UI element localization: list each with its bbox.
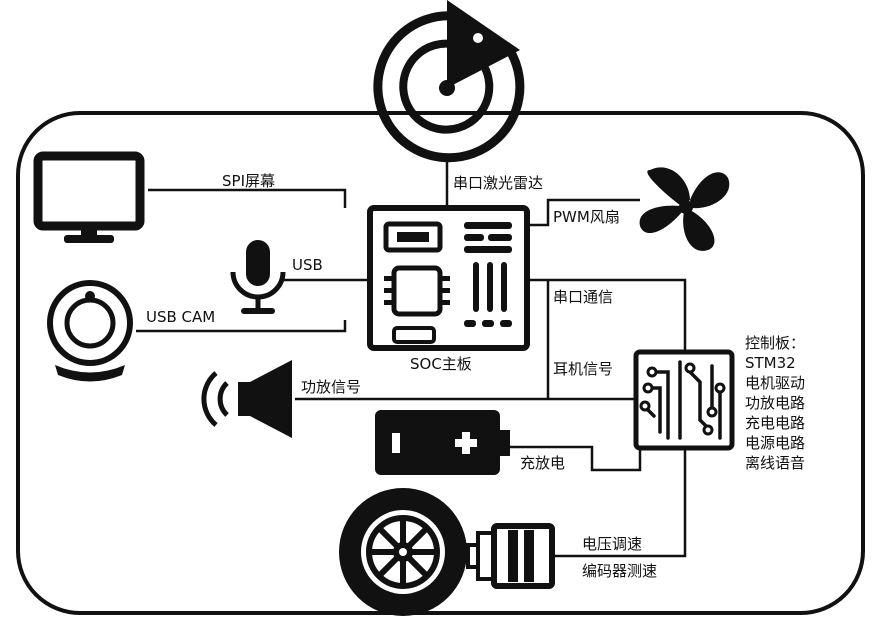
line-spi-screen (148, 188, 347, 208)
label-serial-comm: 串口通信 (553, 288, 613, 306)
labels: SPI屏幕 USB USB CAM 串口激光雷达 PWM风扇 SOC主板 串口通… (146, 172, 805, 580)
label-encoder-speed: 编码器测速 (582, 562, 657, 580)
label-charge-discharge: 充放电 (520, 454, 565, 472)
fan-icon (639, 167, 730, 251)
label-serial-lidar: 串口激光雷达 (453, 174, 543, 192)
lidar-radar-icon (373, 0, 525, 163)
label-soc-board: SOC主板 (410, 355, 472, 373)
line-battery (510, 445, 642, 472)
robot-body-outline (16, 111, 865, 615)
speaker-icon (201, 360, 292, 438)
microphone-icon (230, 240, 286, 314)
control-board-line: 离线语音 (745, 454, 805, 472)
webcam-icon (47, 280, 133, 382)
control-board-line: 充电电路 (745, 414, 805, 432)
wheel-icon (339, 488, 467, 616)
control-board-text: 控制板： STM32 电机驱动 功放电路 充电电路 电源电路 离线语音 (745, 334, 805, 472)
control-board-line: STM32 (745, 354, 796, 372)
motherboard-icon (367, 205, 530, 351)
line-motor (552, 448, 687, 558)
label-usb-cam: USB CAM (146, 308, 215, 326)
control-board-line: 电源电路 (745, 434, 805, 452)
connection-lines (136, 158, 687, 558)
label-spi-screen: SPI屏幕 (222, 172, 275, 190)
control-board-title: 控制板： (745, 334, 805, 352)
line-usb-cam (136, 320, 347, 333)
label-usb: USB (292, 256, 323, 274)
line-serial-comm (527, 278, 687, 352)
line-pwm-fan (527, 198, 640, 227)
label-voltage-speed: 电压调速 (582, 535, 642, 553)
monitor-icon (33, 151, 145, 243)
control-board-line: 功放电路 (745, 394, 805, 412)
label-pwm-fan: PWM风扇 (553, 208, 620, 226)
motor-icon (466, 523, 555, 589)
label-earphone-signal: 耳机信号 (553, 360, 613, 378)
circuit-board-icon (633, 349, 735, 451)
control-board-line: 电机驱动 (745, 374, 805, 392)
label-amp-signal: 功放信号 (301, 378, 361, 396)
battery-icon (375, 410, 510, 475)
